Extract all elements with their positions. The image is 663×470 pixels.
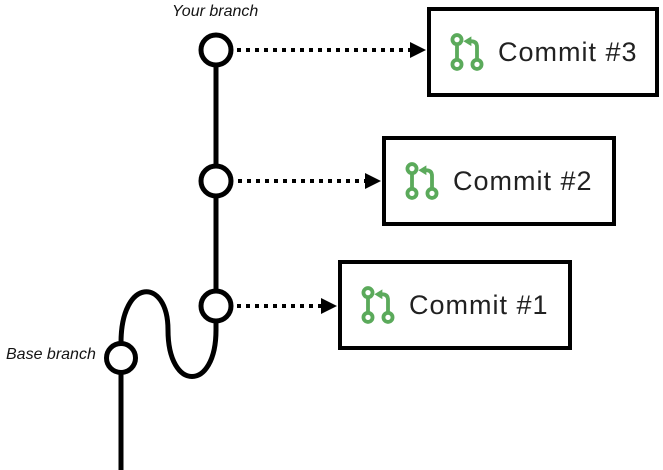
git-pull-request-icon [405, 162, 439, 200]
commit-card-label: Commit #3 [498, 36, 638, 67]
commit-card-2: Commit #2 [382, 136, 616, 226]
base-branch-node [104, 341, 138, 375]
commit-1-node [198, 288, 234, 324]
commit-card-label: Commit #2 [453, 165, 593, 196]
arrowhead-commit-1 [321, 298, 337, 314]
commit-card-3: Commit #3 [427, 7, 659, 97]
commit-3-node [198, 32, 234, 68]
git-pull-request-icon [450, 33, 484, 71]
arrowhead-commit-3 [410, 42, 426, 58]
base-branch-label: Base branch [6, 346, 96, 363]
commit-card-1: Commit #1 [338, 260, 572, 350]
base-branch-merge-curve [118, 289, 219, 379]
git-pull-request-icon [361, 286, 395, 324]
commit-card-label: Commit #1 [409, 289, 549, 320]
your-branch-label: Your branch [172, 3, 259, 20]
commit-2-node [198, 163, 234, 199]
arrowhead-commit-2 [365, 173, 381, 189]
